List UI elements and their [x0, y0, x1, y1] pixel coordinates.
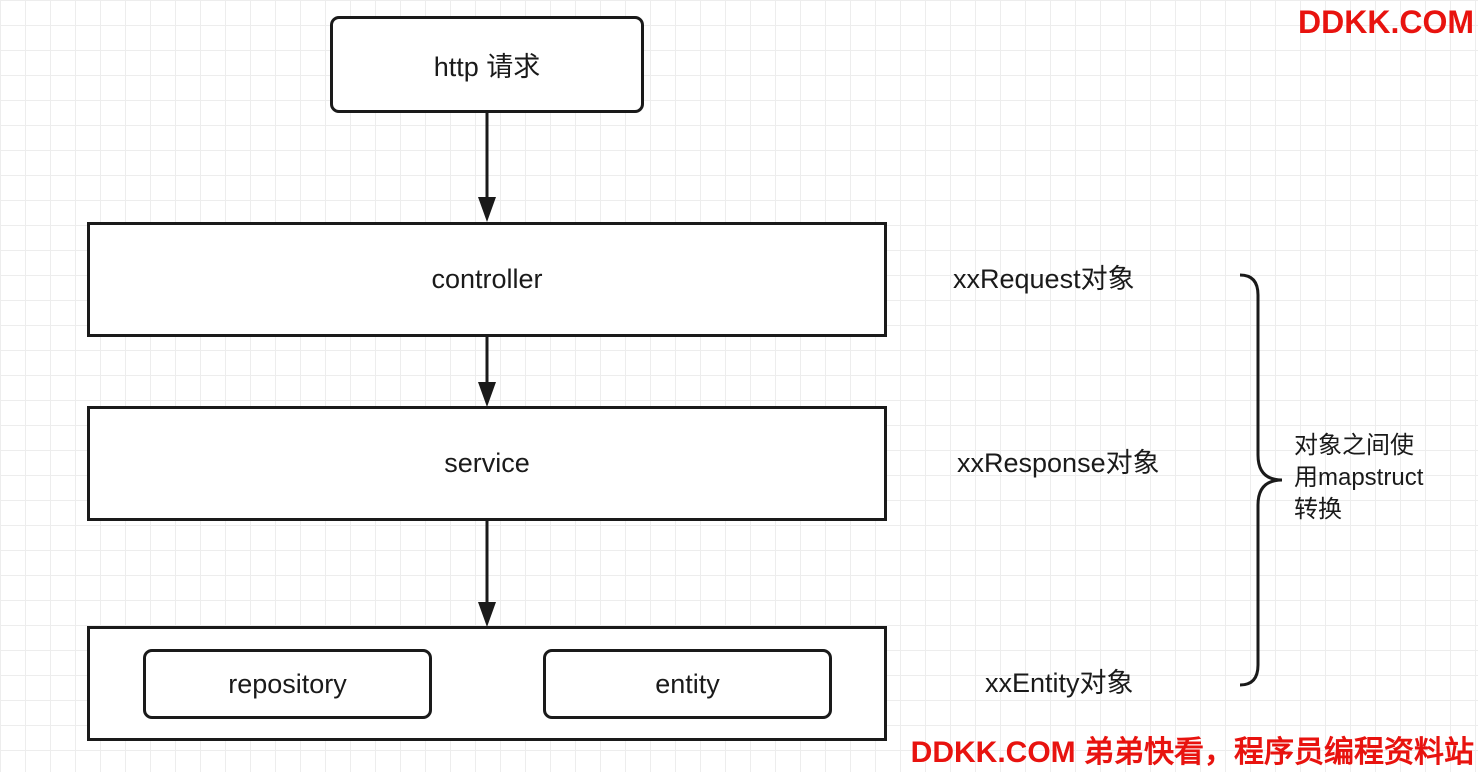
- arrow-http-to-controller: [478, 113, 496, 222]
- note-line-2: 用mapstruct: [1294, 464, 1424, 491]
- request-object-label: xxRequest对象: [953, 264, 1135, 294]
- note-line-3: 转换: [1294, 496, 1342, 523]
- response-object-label: xxResponse对象: [957, 448, 1160, 478]
- http-request-label: http 请求: [433, 52, 541, 82]
- mapstruct-note: 对象之间使 用mapstruct 转换: [1294, 430, 1464, 526]
- entity-label: entity: [655, 668, 720, 699]
- note-line-1: 对象之间使: [1294, 432, 1414, 459]
- controller-node: controller: [87, 222, 887, 337]
- entity-object-label: xxEntity对象: [985, 668, 1134, 698]
- service-node: service: [87, 406, 887, 521]
- repository-label: repository: [228, 668, 347, 699]
- right-curly-brace: [1239, 273, 1283, 687]
- controller-label: controller: [431, 264, 543, 294]
- arrow-service-to-data-layer: [478, 521, 496, 627]
- http-request-node: http 请求: [330, 16, 644, 113]
- watermark-top: DDKK.COM: [1298, 4, 1474, 40]
- watermark-bottom: DDKK.COM 弟弟快看，程序员编程资料站: [910, 736, 1474, 769]
- entity-node: entity: [543, 649, 832, 719]
- service-label: service: [444, 448, 530, 478]
- arrow-controller-to-service: [478, 337, 496, 407]
- repository-node: repository: [143, 649, 432, 719]
